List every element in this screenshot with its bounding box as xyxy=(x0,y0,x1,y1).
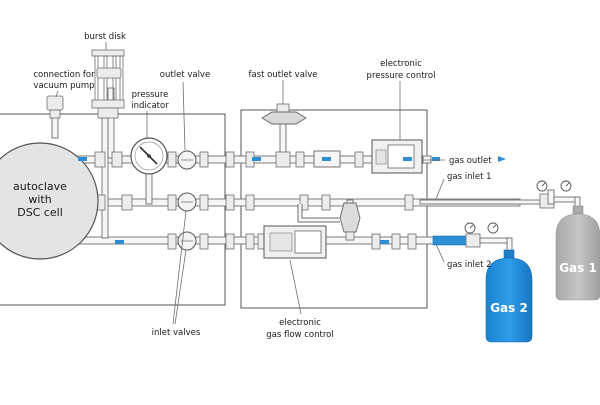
inlet-valve-2-icon[interactable] xyxy=(177,231,197,251)
burst-disk-label: burst disk xyxy=(84,32,126,42)
gas2-label: Gas 2 xyxy=(490,301,528,315)
vacuum-connector xyxy=(46,95,64,119)
gas-inlet-2-label: gas inlet 2 xyxy=(447,260,492,270)
autoclave-label-line2: with xyxy=(28,193,51,206)
autoclave-label-line1: autoclave xyxy=(13,180,67,193)
autoclave-label-line3: DSC cell xyxy=(17,206,63,219)
pressure-gauge xyxy=(130,137,168,175)
flow-arrow xyxy=(403,157,412,161)
inlet-valves-label: inlet valves xyxy=(152,328,201,338)
inlet-valve-1-icon[interactable] xyxy=(177,192,197,212)
pressure-indicator-label-line2: indicator xyxy=(131,101,169,111)
filter-element xyxy=(339,202,361,241)
flow-arrow xyxy=(498,156,506,162)
gas-flow-control-unit xyxy=(263,225,327,259)
inlet-1-loop xyxy=(297,204,340,223)
gas-flow-control-label-line2: gas flow control xyxy=(266,330,333,340)
outlet-valve-label: outlet valve xyxy=(160,70,210,80)
flow-arrow xyxy=(322,157,331,161)
vacuum-pump-label-line2: vacuum pump xyxy=(33,81,94,91)
gas2-regulator xyxy=(432,222,513,253)
pressure-control-label-line1: electronic xyxy=(380,59,422,69)
inlet-1-pipe xyxy=(97,198,541,207)
vacuum-pump-label-line1: connection for xyxy=(33,70,95,80)
gas-flow-control-label-line1: electronic xyxy=(279,318,321,328)
pipe-fittings xyxy=(94,151,417,250)
burst-disk-assembly xyxy=(91,49,125,119)
control-cabinet-frame xyxy=(240,109,428,309)
flow-arrow xyxy=(380,240,389,244)
pressure-indicator-label-line1: pressure xyxy=(132,90,169,100)
flow-arrow xyxy=(78,157,87,161)
gas-outlet-label: gas outlet xyxy=(449,156,492,166)
flow-arrow xyxy=(432,157,440,161)
outlet-valve-icon[interactable] xyxy=(177,150,197,170)
pressure-control-unit xyxy=(371,139,423,174)
gas-inlet-1-label: gas inlet 1 xyxy=(447,172,492,182)
pressure-control-label-line2: pressure control xyxy=(367,71,436,81)
gas2-cylinder: Gas 2 xyxy=(485,249,533,343)
autoclave: autoclave with DSC cell xyxy=(0,142,99,260)
gas1-label: Gas 1 xyxy=(559,261,597,275)
flow-arrow xyxy=(115,240,124,244)
fast-outlet-valve-icon[interactable] xyxy=(261,103,307,125)
leader-lines xyxy=(55,42,445,325)
fast-outlet-valve-label: fast outlet valve xyxy=(248,70,317,80)
flow-arrow xyxy=(252,157,261,161)
gas1-cylinder: Gas 1 xyxy=(555,205,600,301)
gas1-regulator xyxy=(536,180,581,212)
flow-arrows xyxy=(78,156,506,244)
